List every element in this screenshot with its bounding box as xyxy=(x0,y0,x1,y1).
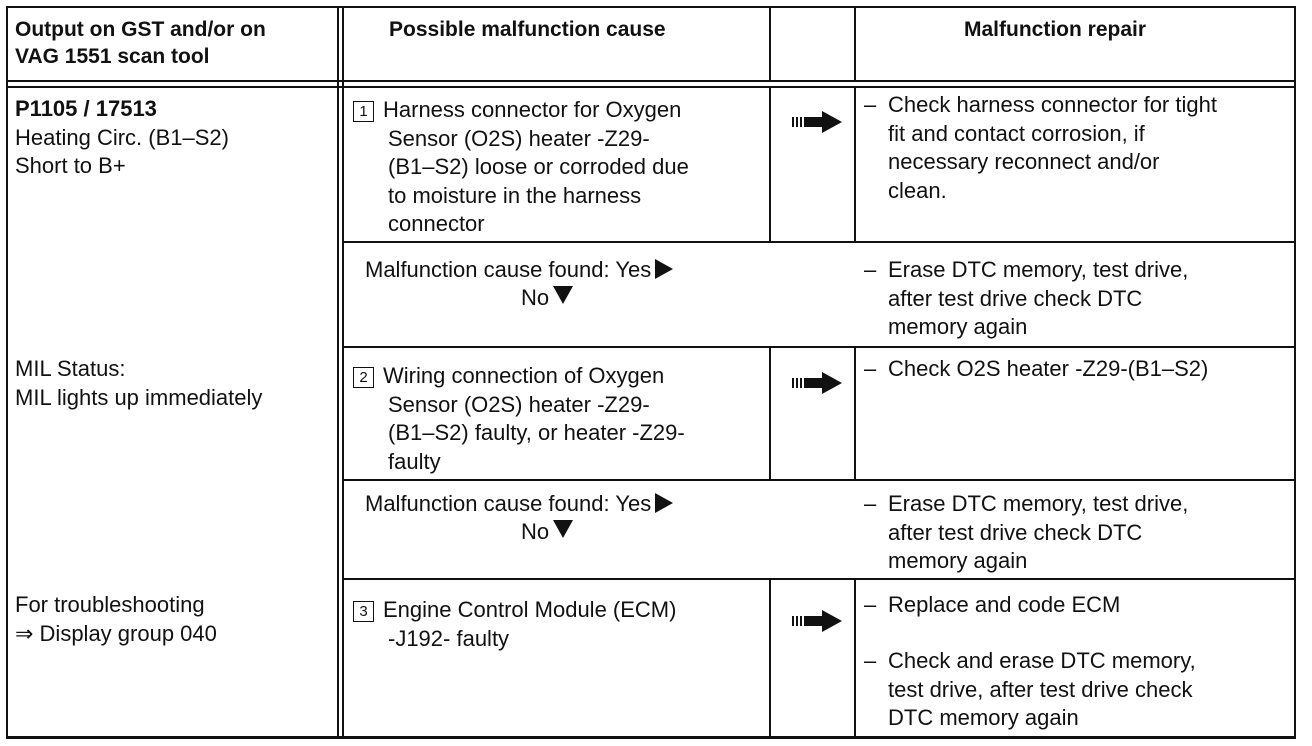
step-number-box: 1 xyxy=(353,101,374,122)
header-output-col: Output on GST and/or on VAG 1551 scan to… xyxy=(15,18,266,68)
troubleshooting-ref: For troubleshooting ⇒ Display group 040 xyxy=(15,592,217,646)
step-number-box: 2 xyxy=(353,367,374,388)
found-1-no: No xyxy=(521,284,574,313)
step-1-repair: –Check harness connector for tight fit a… xyxy=(864,92,1217,203)
found-2-repair: –Erase DTC memory, test drive, after tes… xyxy=(864,491,1189,573)
right-arrow-icon xyxy=(792,610,842,632)
dtc-code: P1105 / 17513 xyxy=(15,96,157,121)
header-repair-col: Malfunction repair xyxy=(964,18,1147,41)
step-3-repair-2: –Check and erase DTC memory, test drive,… xyxy=(864,648,1196,730)
step-3-repair-1: –Replace and code ECM xyxy=(864,592,1121,617)
right-arrow-icon xyxy=(792,372,842,394)
found-1-yes: Malfunction cause found: Yes xyxy=(365,256,674,285)
header-cause-col: Possible malfunction cause xyxy=(389,18,666,41)
dtc-desc-2: Short to B+ xyxy=(15,153,126,178)
found-1-repair: –Erase DTC memory, test drive, after tes… xyxy=(864,257,1189,339)
triangle-down-icon xyxy=(553,520,574,538)
step-2-repair: –Check O2S heater -Z29-(B1–S2) xyxy=(864,356,1209,381)
dtc-desc-1: Heating Circ. (B1–S2) xyxy=(15,124,229,150)
mil-status: MIL Status: MIL lights up immediately xyxy=(15,356,263,410)
found-2-yes: Malfunction cause found: Yes xyxy=(365,490,674,519)
triangle-right-icon xyxy=(655,493,674,513)
triangle-right-icon xyxy=(655,259,674,279)
triangle-down-icon xyxy=(553,286,574,304)
found-2-no: No xyxy=(521,518,574,547)
step-number-box: 3 xyxy=(353,601,374,622)
right-arrow-icon xyxy=(792,111,842,133)
dtc-block: P1105 / 17513 Heating Circ. (B1–S2) Shor… xyxy=(15,95,229,181)
